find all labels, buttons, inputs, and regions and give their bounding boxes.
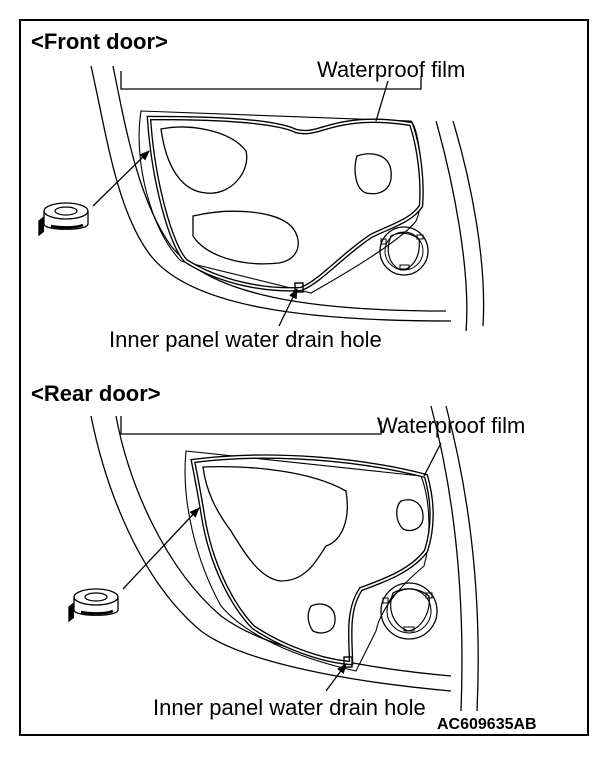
rear-drain-hole — [343, 656, 353, 668]
front-drain-leader — [278, 288, 298, 327]
rear-film-label: Waterproof film — [377, 413, 526, 438]
front-door-top-edge — [120, 71, 422, 90]
rear-speaker-ring — [386, 588, 432, 634]
front-drain-hole — [294, 282, 304, 293]
rear-speaker-triangle — [390, 588, 430, 632]
figure-code: AC609635AB — [437, 716, 537, 733]
front-door-drawing — [38, 65, 485, 332]
front-film-leader — [375, 80, 389, 122]
rear-tape-leader — [122, 507, 200, 590]
front-door-right-edge — [435, 120, 468, 332]
rear-tape-roll-icon — [68, 588, 119, 623]
front-speaker-outer — [379, 226, 429, 276]
rear-opening-large — [202, 466, 348, 582]
front-drain-label: Inner panel water drain hole — [109, 327, 382, 352]
front-door-frame — [138, 110, 422, 294]
rear-opening-small-right — [396, 499, 424, 532]
diagram-frame: <Front door> Waterproof film Inner panel… — [19, 19, 589, 736]
rear-waterproof-film-inner — [191, 455, 433, 664]
rear-opening-small-lower — [307, 603, 336, 634]
front-opening-lower — [192, 210, 299, 265]
front-door-heading: <Front door> — [31, 29, 168, 54]
front-door-right-edge-2 — [452, 120, 485, 327]
rear-door-outline-inner — [115, 415, 452, 677]
front-opening-upper — [160, 126, 248, 194]
rear-door-right-edge-2 — [445, 405, 479, 712]
rear-film-leader — [423, 442, 442, 477]
rear-speaker-outer — [380, 582, 438, 640]
rear-door-outline — [90, 415, 452, 692]
front-door-outline — [90, 65, 452, 322]
front-speaker-triangle — [387, 232, 420, 271]
rear-door-right-edge — [430, 405, 463, 712]
front-opening-small — [354, 153, 392, 195]
rear-door-heading: <Rear door> — [31, 381, 161, 406]
rear-drain-label: Inner panel water drain hole — [153, 695, 426, 720]
front-waterproof-film-inner — [148, 117, 423, 291]
rear-drain-leader — [325, 663, 347, 692]
rear-waterproof-film — [190, 454, 434, 666]
front-tape-leader — [92, 150, 150, 207]
rear-door-top-edge — [120, 416, 382, 435]
rear-door-frame — [184, 450, 430, 672]
rear-door-drawing — [68, 405, 479, 712]
door-illustrations — [38, 65, 485, 712]
front-tape-roll-icon — [38, 202, 89, 237]
front-film-label: Waterproof film — [317, 57, 466, 82]
